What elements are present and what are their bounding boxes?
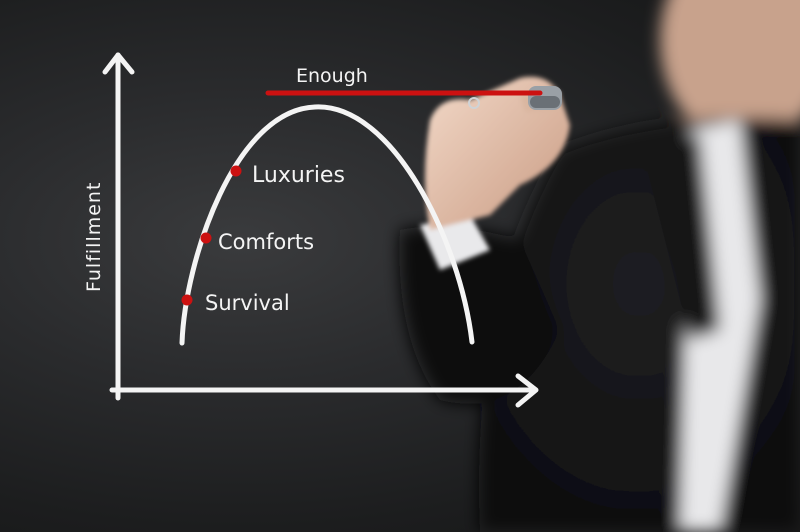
stage-luxuries: Luxuries — [230, 163, 345, 188]
stage-label-luxuries: Luxuries — [252, 163, 345, 188]
shirt-cuff — [420, 215, 490, 270]
stage-marker-dot — [181, 294, 193, 306]
y-axis-arrow-icon — [102, 52, 135, 75]
stage-label-survival: Survival — [205, 291, 290, 315]
suit-lapel — [640, 135, 720, 340]
suit-sleeve — [399, 226, 560, 404]
fulfillment-curve — [179, 104, 475, 346]
stage-survival: Survival — [181, 291, 290, 315]
stage-label-comforts: Comforts — [218, 230, 314, 254]
stage-marker-dot — [230, 165, 242, 177]
y-axis-label: Fulfillment — [83, 182, 105, 292]
ring — [468, 97, 480, 109]
axes — [102, 52, 539, 408]
face-blur — [660, 0, 800, 145]
enough-label: Enough — [296, 65, 368, 87]
stage-comforts: Comforts — [200, 230, 314, 254]
hand — [425, 76, 570, 230]
stage-marker-dot — [200, 232, 212, 244]
x-axis-arrow-icon — [515, 373, 539, 408]
businessman-figure — [399, 0, 800, 532]
